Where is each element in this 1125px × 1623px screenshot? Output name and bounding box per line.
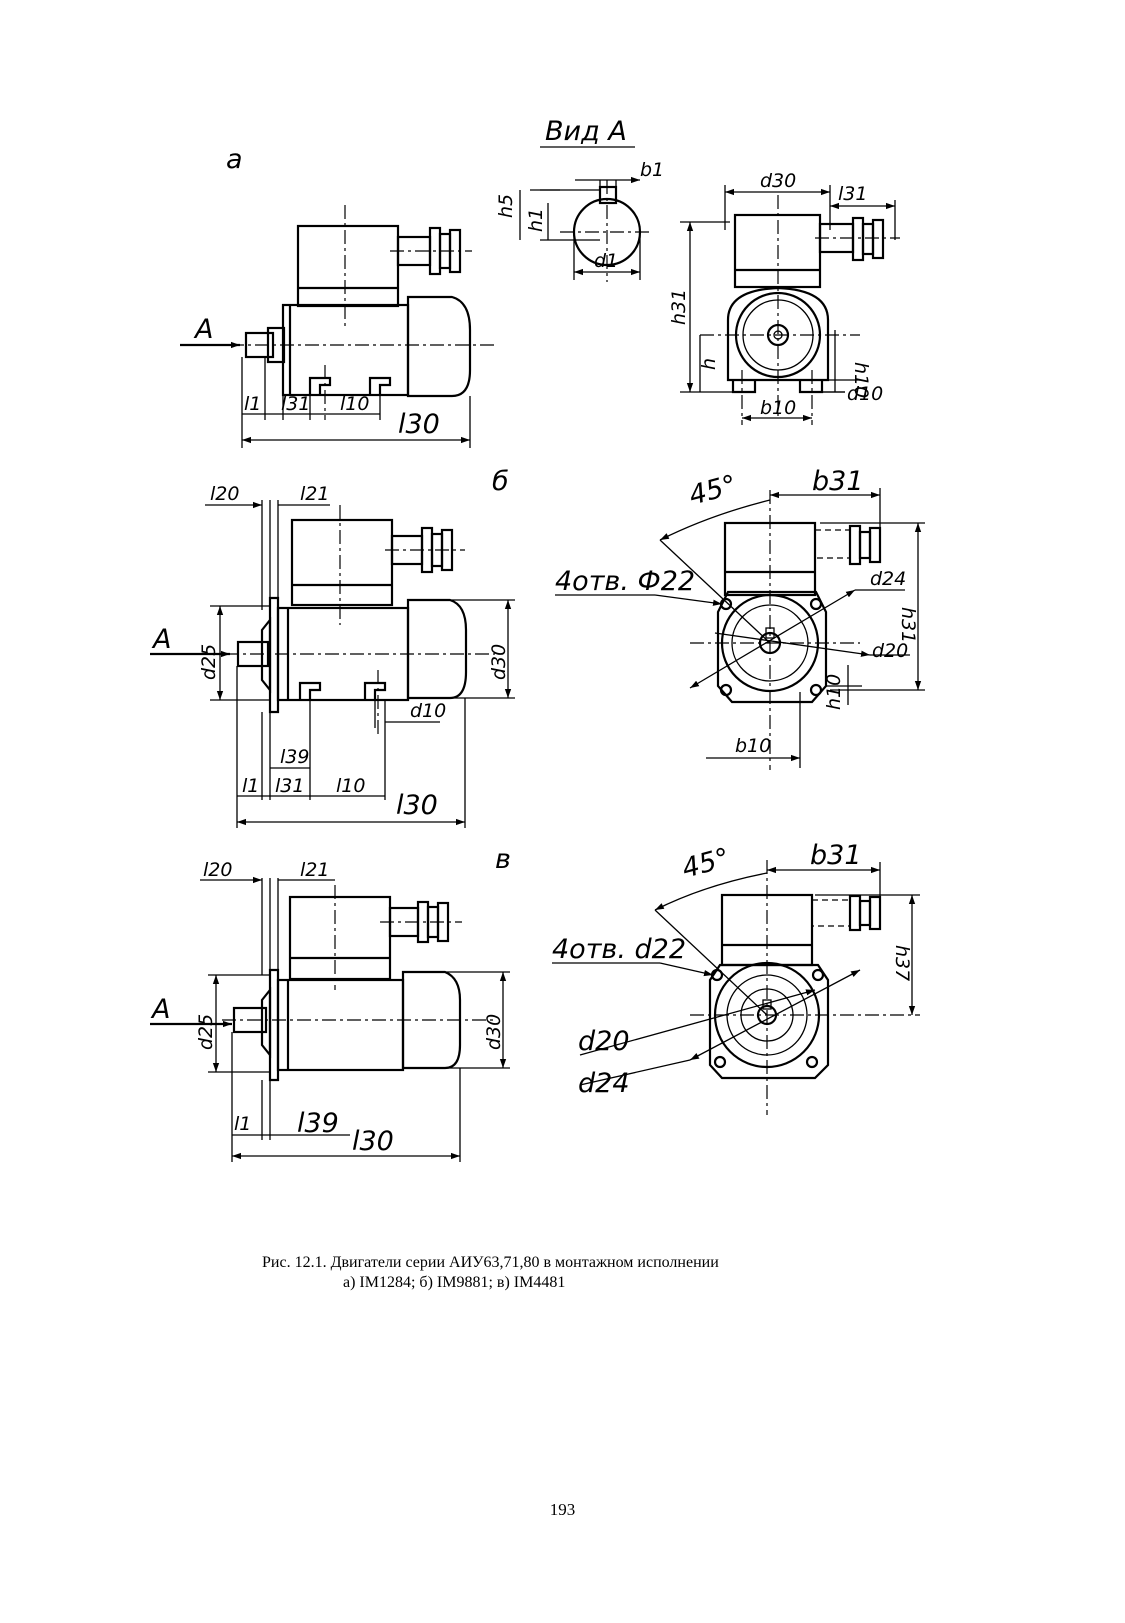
label-d20-v: d20 bbox=[578, 1026, 630, 1057]
panel-v-side-view: в l20 l21 А d25 bbox=[150, 844, 511, 1162]
label-h10-b: h10 bbox=[823, 674, 845, 710]
label-b10-b: b10 bbox=[735, 735, 771, 757]
label-d10-front: d10 bbox=[847, 383, 883, 405]
label-b1: b1 bbox=[640, 159, 664, 181]
panel-a-side-view: а А l1 l31 l10 bbox=[180, 144, 495, 448]
label-l21-v: l21 bbox=[300, 859, 329, 881]
label-h37: h37 bbox=[891, 945, 913, 981]
label-view-arrow-a: А bbox=[193, 314, 213, 345]
label-l30: l30 bbox=[398, 409, 440, 440]
label-holes-b: 4отв. Ф22 bbox=[555, 566, 695, 597]
figure-caption-line1: Рис. 12.1. Двигатели серии АИУ63,71,80 в… bbox=[262, 1254, 719, 1271]
label-l21-b: l21 bbox=[300, 483, 329, 505]
label-d10-b: d10 bbox=[410, 700, 446, 722]
label-h10-front: h10 bbox=[850, 362, 872, 398]
label-angle-b: 45° bbox=[686, 469, 740, 511]
figure-caption-line2: а) IM1284; б) IM9881; в) IM4481 bbox=[343, 1274, 566, 1291]
label-d20-b: d20 bbox=[872, 640, 908, 662]
label-l31: l31 bbox=[281, 393, 310, 415]
panel-b-front-view: 45° b31 4отв. Ф22 d24 d20 h31 h10 b10 bbox=[555, 466, 925, 770]
page-number: 193 bbox=[549, 1500, 576, 1519]
label-l10: l10 bbox=[340, 393, 369, 415]
panel-b-side-view: б l20 l21 d10 bbox=[150, 466, 515, 828]
panel-b-letter: б bbox=[492, 466, 509, 497]
label-d30-b: d30 bbox=[488, 644, 510, 680]
label-l10-b: l10 bbox=[336, 775, 365, 797]
label-l20-v: l20 bbox=[203, 859, 232, 881]
label-d24-b: d24 bbox=[870, 568, 906, 590]
label-d24-v: d24 bbox=[578, 1068, 630, 1099]
label-d1: d1 bbox=[594, 250, 618, 272]
label-d25-v: d25 bbox=[195, 1014, 217, 1050]
panel-v-letter: в bbox=[495, 844, 511, 875]
label-b10-front: b10 bbox=[760, 397, 796, 419]
label-view-arrow-b: А bbox=[151, 624, 171, 655]
label-l39-v: l39 bbox=[297, 1108, 339, 1139]
label-b31-b: b31 bbox=[812, 466, 864, 497]
label-d25-b: d25 bbox=[198, 644, 220, 680]
label-l30-b: l30 bbox=[396, 790, 438, 821]
label-holes-v: 4отв. d22 bbox=[552, 934, 686, 965]
view-a-title: Вид А bbox=[545, 116, 627, 147]
panel-v-front-view: 45° b31 h37 4отв. d22 d20 d24 bbox=[552, 840, 920, 1115]
label-view-arrow-v: А bbox=[150, 994, 170, 1025]
label-h31-b: h31 bbox=[897, 607, 919, 643]
label-d30-front: d30 bbox=[760, 170, 796, 192]
label-d30-v: d30 bbox=[483, 1014, 505, 1050]
label-h31-front: h31 bbox=[668, 289, 690, 325]
label-l31-front: l31 bbox=[838, 183, 867, 205]
label-h1: h1 bbox=[525, 208, 547, 232]
panel-a-front-view: d30 l31 h31 h h10 d10 b10 bbox=[668, 170, 900, 425]
label-l1: l1 bbox=[244, 393, 261, 415]
label-b31-v: b31 bbox=[810, 840, 862, 871]
panel-a-letter: а bbox=[226, 144, 243, 175]
label-l39-b: l39 bbox=[280, 746, 309, 768]
label-l1-v: l1 bbox=[234, 1113, 251, 1135]
label-l30-v: l30 bbox=[352, 1126, 394, 1157]
label-l31-b: l31 bbox=[275, 775, 304, 797]
label-angle-v: 45° bbox=[679, 842, 733, 884]
label-l20-b: l20 bbox=[210, 483, 239, 505]
label-h: h bbox=[698, 358, 720, 370]
label-l1-b: l1 bbox=[242, 775, 259, 797]
label-h5: h5 bbox=[495, 194, 517, 218]
view-a-shaft-end: Вид А b1 h5 h1 d1 bbox=[495, 116, 664, 282]
